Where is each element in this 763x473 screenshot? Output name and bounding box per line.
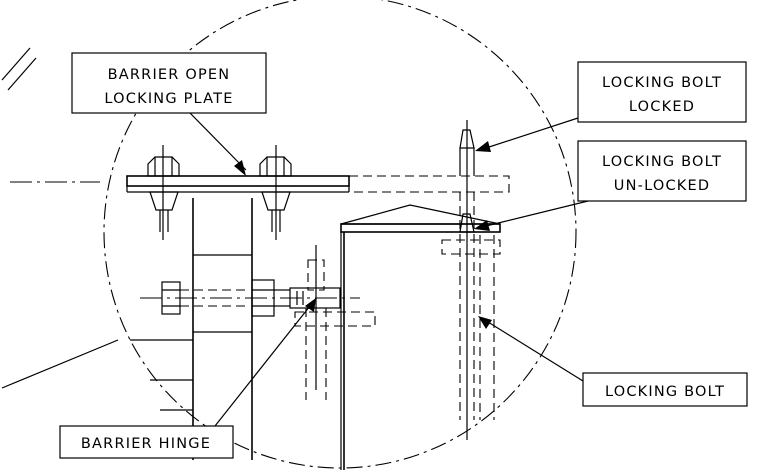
section-mark — [1, 47, 37, 91]
hinge-bolt — [140, 279, 360, 317]
label-bolt-unlocked: LOCKING BOLT UN-LOCKED — [474, 140, 747, 231]
plate-bolt-right — [259, 145, 292, 240]
label-locking-bolt: LOCKING BOLT — [478, 316, 748, 407]
barrier-post — [192, 198, 253, 460]
hinge-pin — [294, 245, 376, 400]
label-barrier-hinge: BARRIER HINGE — [59, 298, 316, 459]
label-text-line-2: LOCKED — [629, 99, 695, 115]
locking-plate — [126, 175, 510, 193]
barrier-housing — [340, 204, 501, 470]
leader-left — [1, 339, 119, 389]
label-text: LOCKING BOLT — [605, 384, 725, 400]
label-barrier-open-plate: BARRIER OPEN LOCKING PLATE — [71, 52, 267, 176]
plate-bolt-left — [147, 145, 180, 240]
label-text-line-1: LOCKING BOLT — [602, 154, 722, 170]
lower-bracket — [130, 339, 193, 411]
label-text: BARRIER HINGE — [81, 436, 211, 452]
detail-circle — [103, 0, 577, 469]
label-bolt-locked: LOCKING BOLT LOCKED — [475, 61, 747, 152]
locking-bolt-part — [441, 120, 501, 440]
label-text-line-1: LOCKING BOLT — [602, 75, 722, 91]
label-text-line-1: BARRIER OPEN — [108, 67, 231, 83]
label-text-line-2: LOCKING PLATE — [104, 91, 233, 107]
label-text-line-2: UN-LOCKED — [614, 178, 710, 194]
